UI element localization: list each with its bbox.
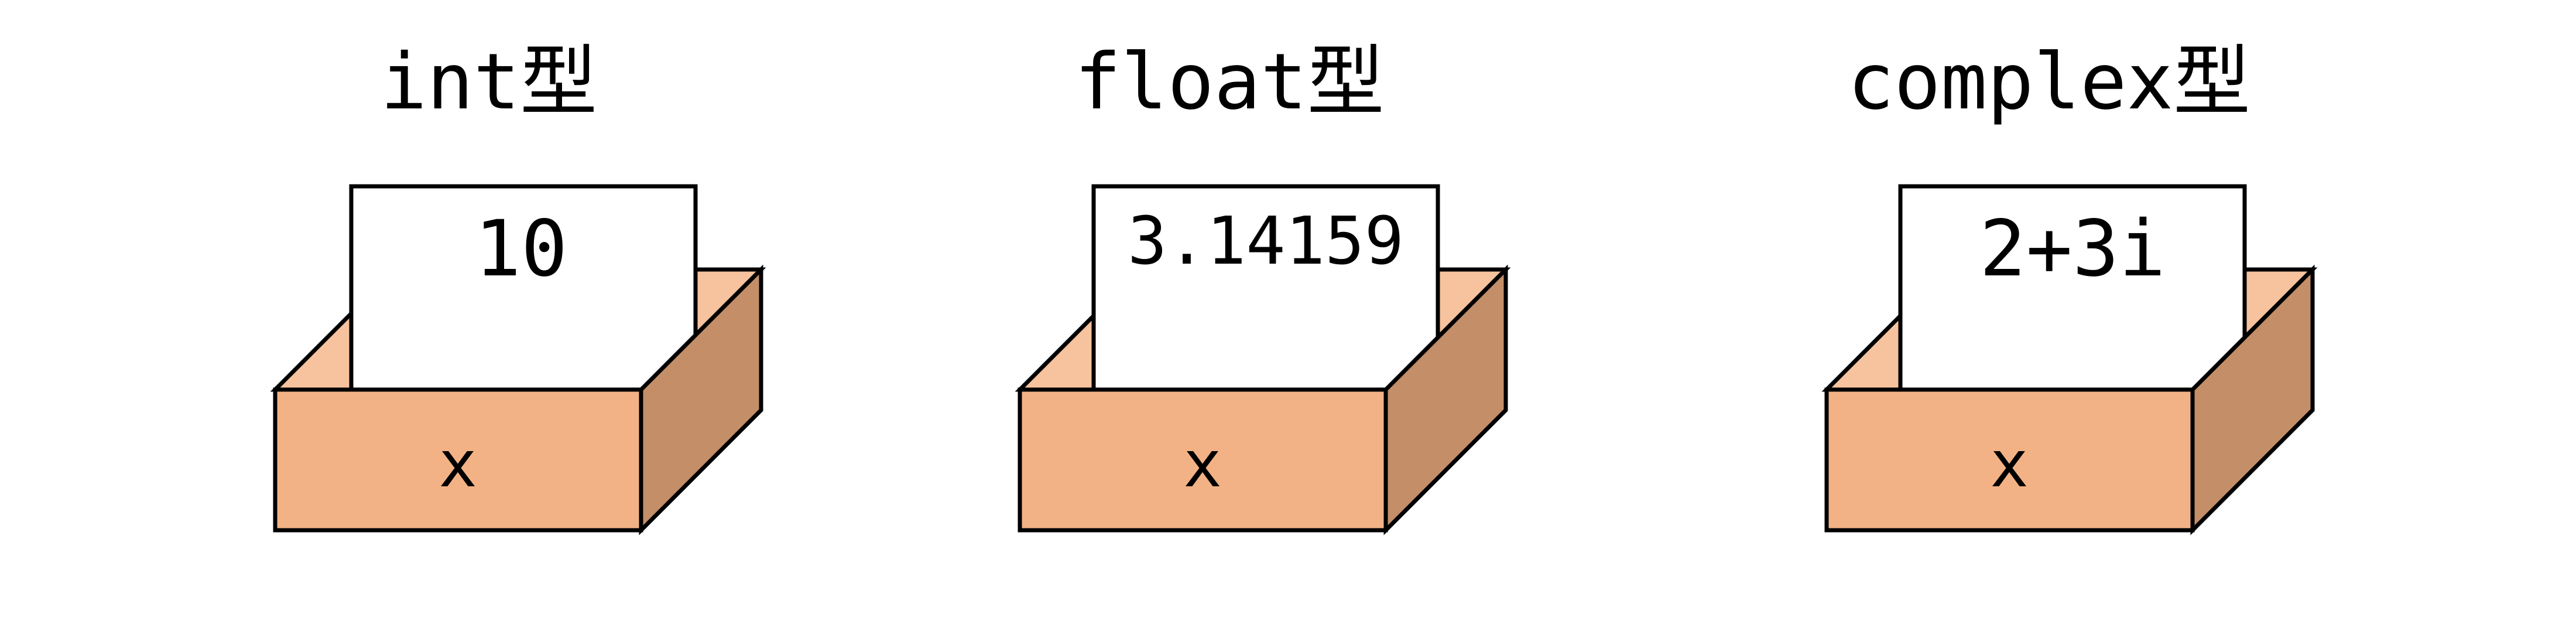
int-box-group: int型 10 x <box>270 37 766 536</box>
float-type-title: float型 <box>1074 37 1384 127</box>
float-box-front <box>1018 387 1388 533</box>
float-box-group: float型 3.14159 x <box>1015 37 1511 536</box>
float-variable-label: x <box>1183 427 1222 502</box>
complex-card-value: 2+3i <box>1979 204 2166 294</box>
complex-type-title: complex型 <box>1848 37 2250 127</box>
int-box-front <box>273 387 643 533</box>
int-value-card <box>349 184 698 400</box>
complex-variable-label: x <box>1990 427 2029 502</box>
int-type-title: int型 <box>381 37 597 127</box>
float-card-value: 3.14159 <box>1128 203 1404 279</box>
int-variable-label: x <box>439 427 477 502</box>
int-card-value: 10 <box>475 204 568 294</box>
complex-box-front <box>1824 387 2195 533</box>
complex-box-group: complex型 2+3i x <box>1821 37 2318 536</box>
